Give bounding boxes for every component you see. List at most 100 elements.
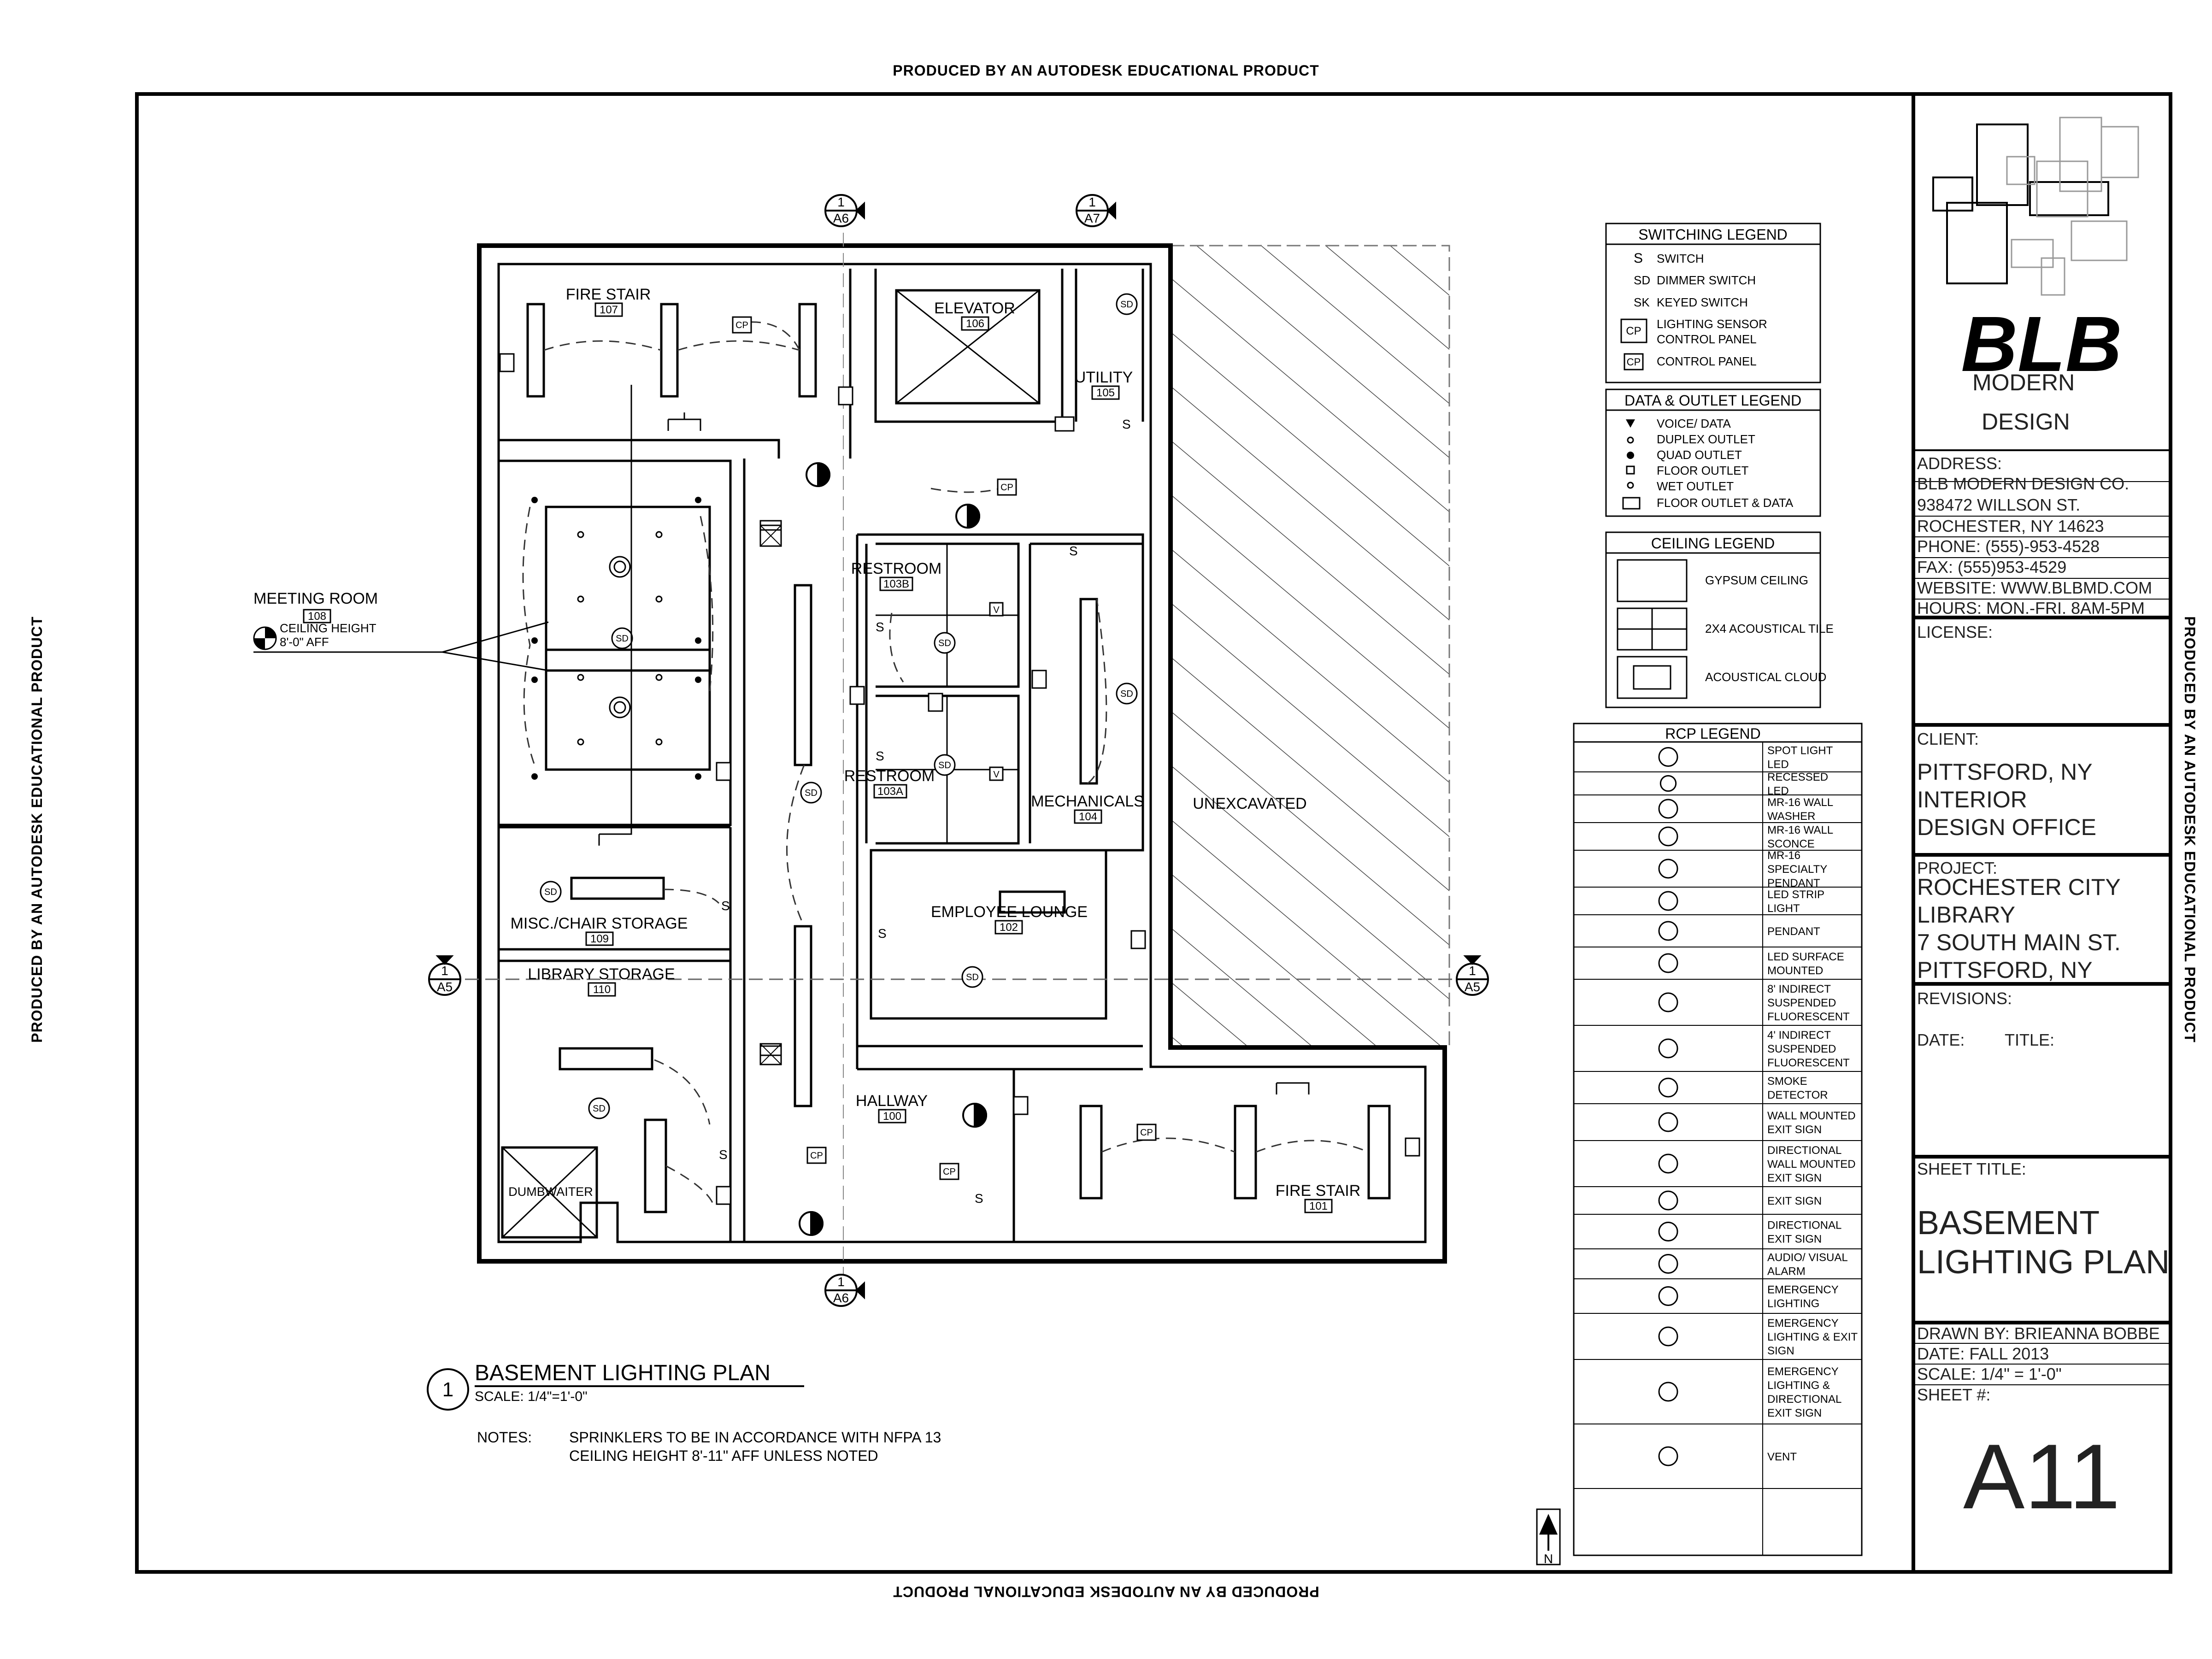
svg-text:SK: SK [1634, 295, 1650, 309]
rcp-legend-label: SPOT LIGHT [1767, 745, 1833, 757]
project-line-4: PITTSFORD, NY [1917, 957, 2093, 983]
svg-text:1: 1 [1088, 195, 1096, 209]
rcp-legend-label: 4' INDIRECT [1767, 1029, 1831, 1041]
svg-text:105: 105 [1096, 387, 1115, 399]
svg-text:S: S [1634, 251, 1643, 266]
svg-text:CP: CP [1140, 1128, 1153, 1138]
svg-text:1: 1 [837, 195, 845, 209]
exit-signs [799, 462, 987, 1236]
svg-text:110: 110 [593, 983, 611, 996]
rcp-legend-label: EXIT SIGN [1767, 1195, 1822, 1207]
rcp-symbol-icon [1658, 1038, 1678, 1059]
company-website: WEBSITE: WWW.BLBMD.COM [1917, 578, 2152, 597]
svg-text:S: S [1069, 544, 1078, 558]
drawing-title: BASEMENT LIGHTING PLAN [475, 1361, 771, 1385]
elevator-shaft [895, 289, 1041, 405]
rcp-legend-label: RECESSED [1767, 771, 1828, 783]
rcp-legend-label: MR-16 WALL [1767, 824, 1833, 836]
rcp-symbol-icon [1658, 1222, 1678, 1241]
rcp-legend-label: LED [1767, 785, 1789, 797]
rcp-symbol-icon [1658, 826, 1678, 847]
smoke-detectors [540, 293, 1138, 1119]
duct-chase [759, 1043, 782, 1065]
svg-text:100: 100 [883, 1110, 901, 1123]
svg-text:104: 104 [1079, 811, 1097, 823]
svg-text:A5: A5 [437, 980, 453, 994]
logo-line-1: MODERN [1972, 370, 2075, 395]
logo-mark: BLB [1961, 300, 2122, 388]
svg-text:FLOOR OUTLET: FLOOR OUTLET [1657, 464, 1748, 477]
room-utility: UTILITY [1075, 369, 1133, 386]
svg-text:S: S [876, 620, 884, 634]
interior-walls [499, 269, 1144, 1242]
rcp-symbol-icon [1659, 775, 1677, 792]
svg-text:RCP LEGEND: RCP LEGEND [1665, 725, 1760, 742]
client-label: CLIENT: [1917, 729, 1979, 748]
rcp-symbol-icon [1658, 1077, 1678, 1098]
rcp-symbol-icon [1658, 1286, 1678, 1306]
svg-text:SD: SD [1634, 273, 1650, 287]
drawing-scale: SCALE: 1/4"=1'-0" [475, 1389, 588, 1404]
notes-label: NOTES: [477, 1429, 532, 1446]
rcp-symbol-icon [1658, 1153, 1678, 1174]
duct-chase [759, 524, 782, 547]
rcp-legend-label: EMERGENCY [1767, 1284, 1839, 1296]
svg-text:CP: CP [943, 1167, 956, 1177]
client-line-3: DESIGN OFFICE [1917, 814, 2096, 840]
rcp-legend-label: DIRECTIONAL [1767, 1393, 1841, 1406]
sheet-title-line-2: LIGHTING PLAN [1917, 1244, 2170, 1281]
switch-runs [522, 321, 1369, 1208]
rcp-legend-label: WALL MOUNTED [1767, 1110, 1856, 1122]
sheet-title-label: SHEET TITLE: [1917, 1159, 2026, 1178]
room-numbers: 107 106 105 103B 103A 104 109 102 110 10… [308, 304, 1328, 1212]
drawing-number-circle [427, 1368, 469, 1411]
license-label: LICENSE: [1917, 623, 1993, 641]
rcp-symbol-icon [1658, 1446, 1678, 1466]
sheet-border [135, 92, 2172, 1574]
svg-text:S: S [876, 749, 884, 763]
rcp-symbol-icon [1658, 921, 1678, 941]
rcp-symbol-icon [1658, 747, 1678, 767]
svg-text:DIMMER SWITCH: DIMMER SWITCH [1657, 273, 1756, 287]
rcp-legend-label: DIRECTIONAL [1767, 1219, 1841, 1232]
svg-text:CP: CP [1627, 356, 1641, 368]
svg-text:WET OUTLET: WET OUTLET [1657, 479, 1734, 493]
company-city: ROCHESTER, NY 14623 [1917, 517, 2104, 535]
rcp-legend-label: DIRECTIONAL [1767, 1144, 1841, 1157]
project-line-2: LIBRARY [1917, 902, 2016, 928]
svg-text:FLOOR OUTLET & DATA: FLOOR OUTLET & DATA [1657, 496, 1794, 510]
company-hours: HOURS: MON.-FRI. 8AM-5PM [1917, 599, 2145, 618]
svg-text:V: V [993, 605, 1000, 615]
svg-text:SD: SD [805, 788, 818, 798]
revisions-label: REVISIONS: [1917, 989, 2012, 1008]
svg-text:KEYED SWITCH: KEYED SWITCH [1657, 295, 1748, 309]
svg-text:CONTROL PANEL: CONTROL PANEL [1657, 332, 1757, 346]
rcp-symbol-icon [1658, 1326, 1678, 1347]
acoustical-cloud [545, 648, 711, 771]
svg-text:1: 1 [441, 964, 448, 978]
svg-text:2X4 ACOUSTICAL TILE: 2X4 ACOUSTICAL TILE [1705, 622, 1834, 635]
rcp-legend-label: FLUORESCENT [1767, 1057, 1850, 1069]
rcp-legend-label: SPECIALTY [1767, 863, 1827, 876]
project-label: PROJECT: [1917, 859, 1998, 877]
rcp-legend-label: 8' INDIRECT [1767, 983, 1831, 995]
rcp-legend-label: SUSPENDED [1767, 997, 1836, 1009]
rcp-legend-label: ALARM [1767, 1265, 1806, 1278]
svg-text:S: S [719, 1147, 728, 1162]
svg-text:V: V [993, 770, 1000, 780]
rcp-symbol-icon [1658, 1190, 1678, 1211]
rcp-legend-label: LIGHTING & [1767, 1379, 1830, 1392]
rcp-legend-label: EMERGENCY [1767, 1317, 1839, 1330]
svg-text:106: 106 [966, 318, 984, 330]
leader-line [253, 621, 549, 671]
rcp-legend-label: LED STRIP [1767, 888, 1824, 901]
rcp-legend-label: SIGN [1767, 1345, 1794, 1357]
rcp-legend-label: LIGHT [1767, 902, 1800, 915]
room-labels: FIRE STAIR ELEVATOR UTILITY RESTROOM RES… [508, 286, 1360, 1200]
room-library-storage: LIBRARY STORAGE [528, 965, 675, 983]
company-street: 938472 WILLSON ST. [1917, 495, 2081, 514]
svg-text:CP: CP [810, 1151, 823, 1161]
